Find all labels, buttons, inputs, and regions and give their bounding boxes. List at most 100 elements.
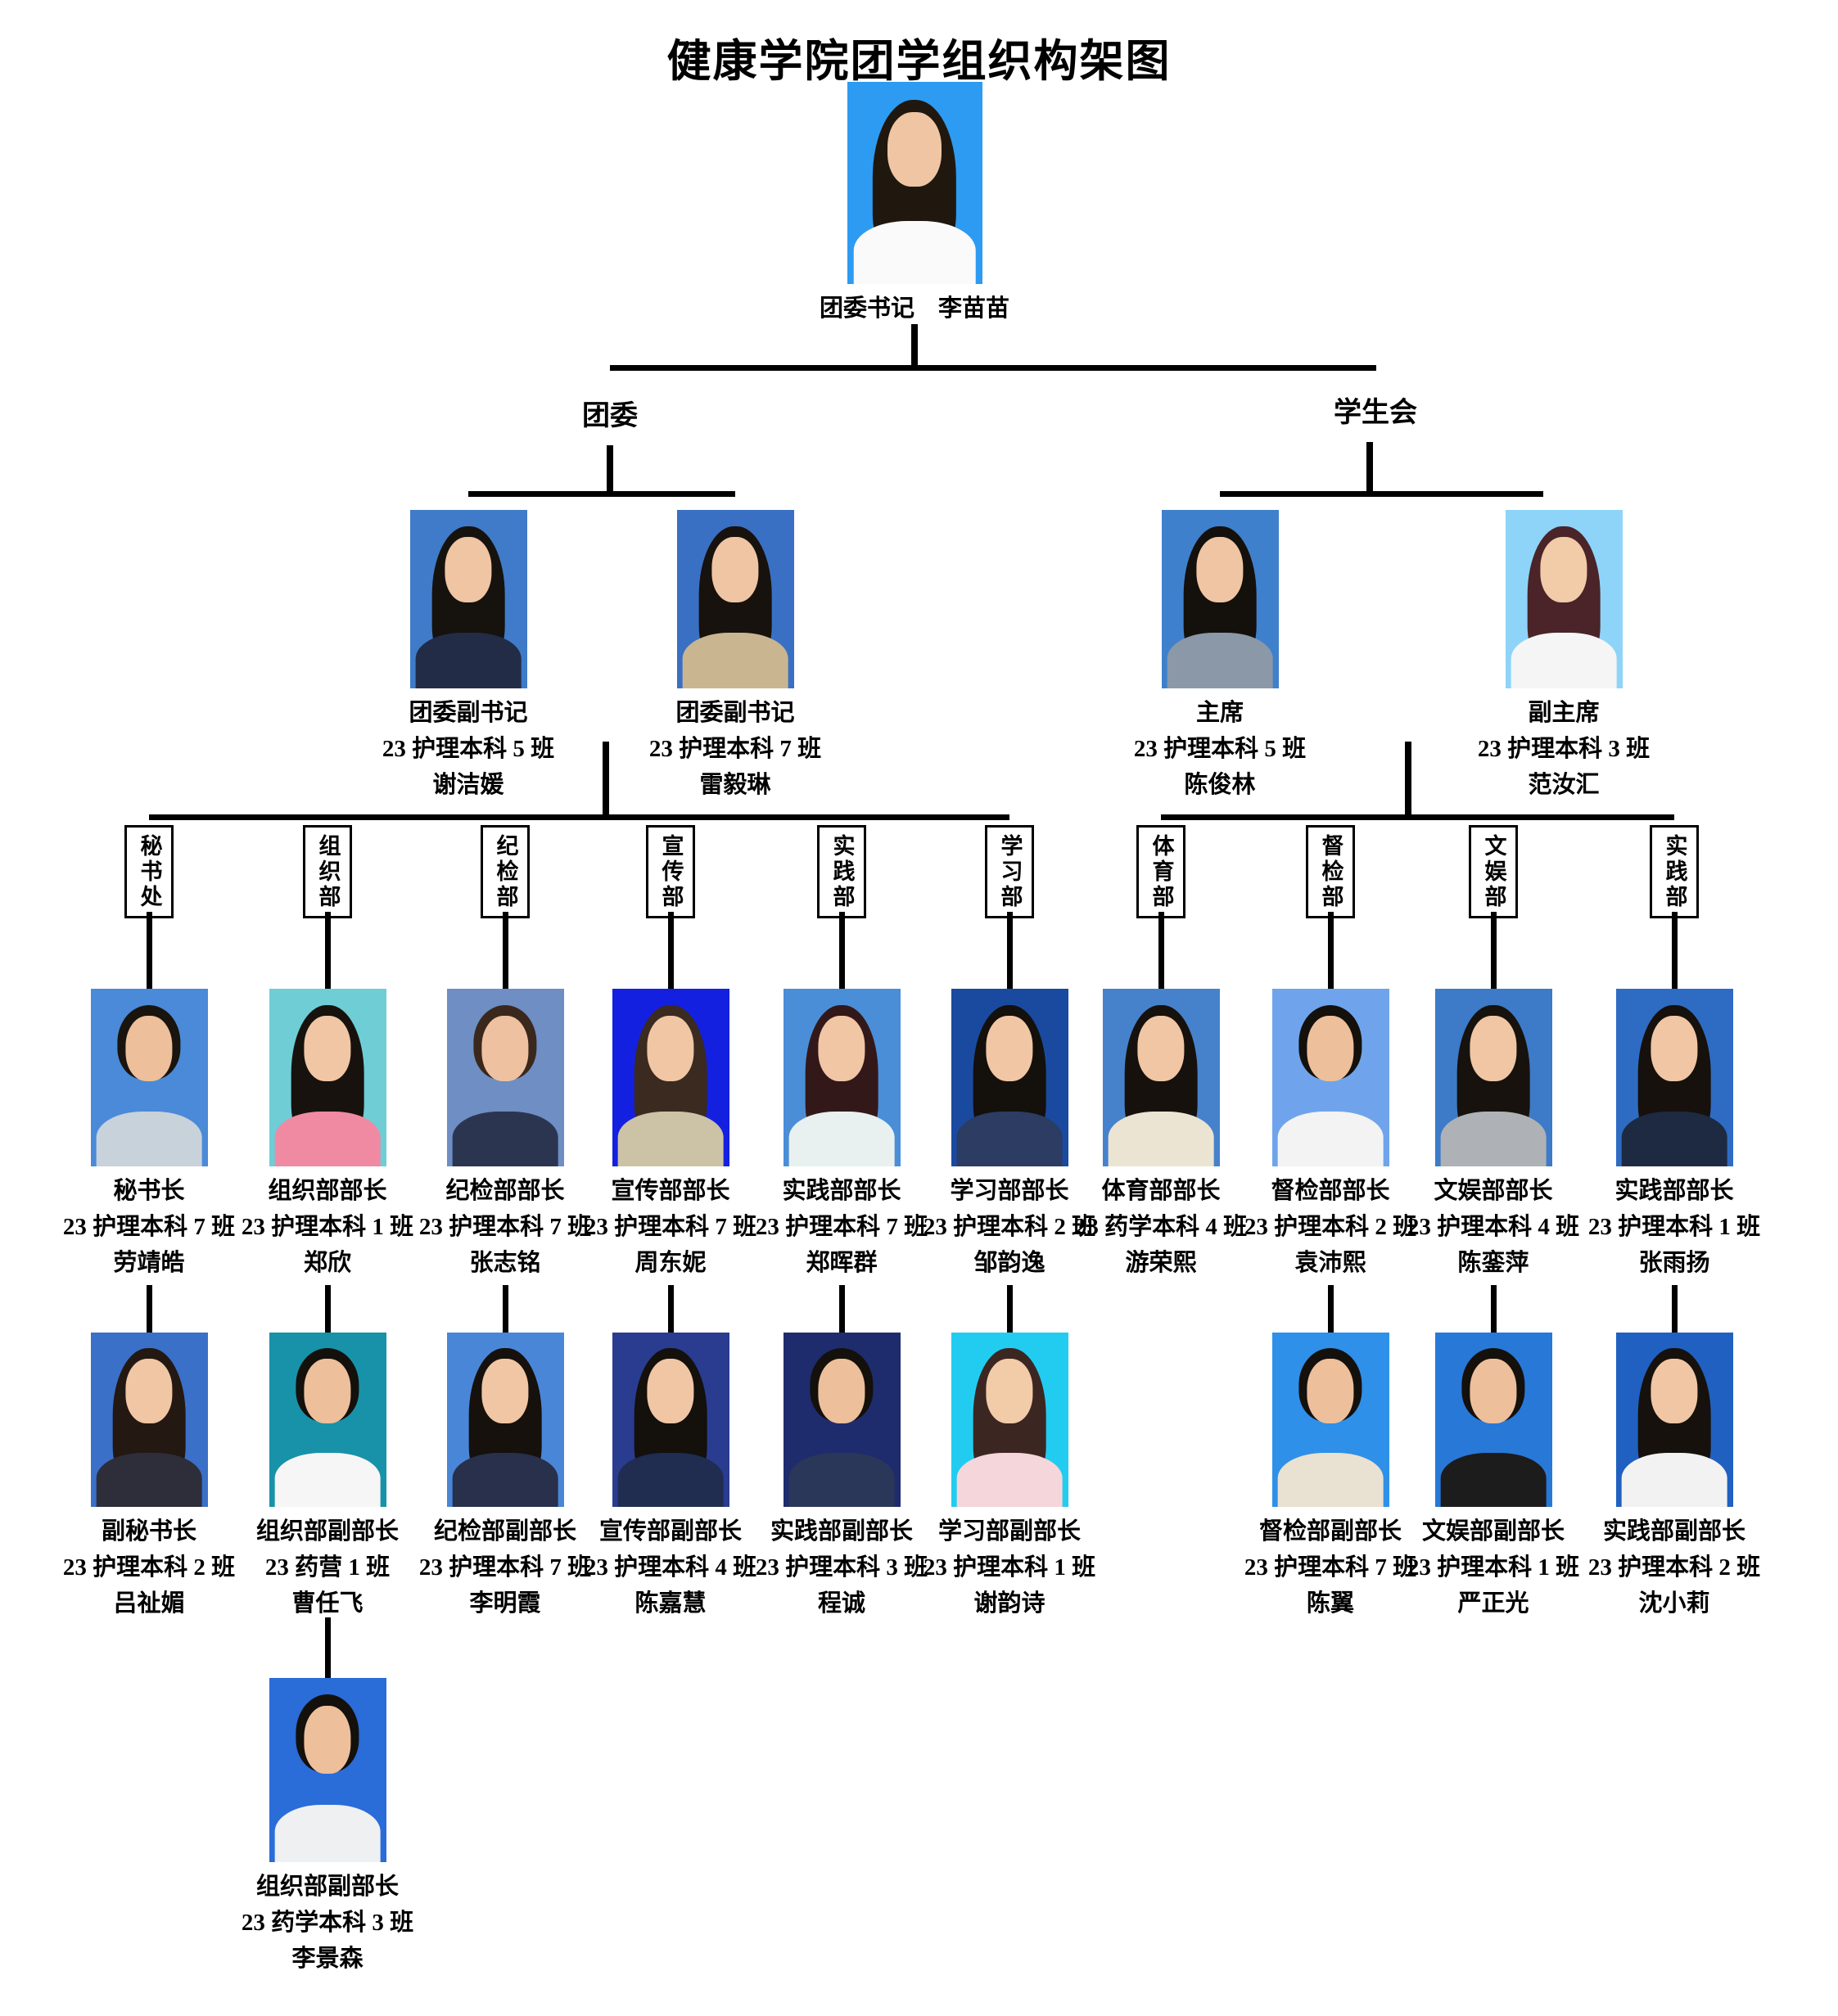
- deputy-card-8: 实践部副部长 23 护理本科 2 班 沈小莉: [1560, 1333, 1789, 1621]
- id-photo: [90, 989, 208, 1166]
- avatar-torso: [1621, 1452, 1727, 1507]
- deputy-card-3: 宣传部副部长 23 护理本科 4 班 陈嘉慧: [556, 1333, 785, 1621]
- avatar-face: [986, 1358, 1033, 1423]
- name-label: 曹任飞: [291, 1590, 364, 1617]
- name-label: 严正光: [1457, 1590, 1529, 1617]
- avatar-torso: [956, 1452, 1063, 1507]
- id-photo: [446, 989, 564, 1166]
- class-label: 23 护理本科 2 班: [923, 1214, 1096, 1240]
- department-box-practice-league: 实践部: [817, 825, 866, 918]
- connector-line: [1328, 912, 1334, 990]
- department-label: 实践部: [1662, 833, 1687, 910]
- name-label: 张志铭: [469, 1250, 541, 1276]
- role-label: 副主席: [1528, 700, 1600, 726]
- connector-line: [911, 324, 918, 367]
- union-vice-president-card: 副主席 23 护理本科 3 班 范汝汇: [1449, 510, 1678, 803]
- class-label: 23 护理本科 3 班: [755, 1554, 928, 1581]
- department-box-practice-union: 实践部: [1650, 825, 1699, 918]
- department-label: 督检部: [1318, 833, 1344, 910]
- connector-line: [1672, 1285, 1678, 1334]
- connector-line: [1158, 912, 1164, 990]
- avatar-torso: [853, 221, 976, 284]
- name-label: 袁沛熙: [1294, 1250, 1366, 1276]
- role-label: 实践部部长: [1614, 1178, 1734, 1204]
- director-card-7: 督检部部长 23 护理本科 2 班 袁沛熙: [1216, 989, 1445, 1281]
- connector-line: [325, 1285, 331, 1334]
- avatar-torso: [682, 633, 788, 688]
- name-label: 吕祉媚: [113, 1590, 185, 1617]
- name-label: 郑晖群: [806, 1250, 878, 1276]
- deputy-card-2: 纪检部副部长 23 护理本科 7 班 李明霞: [391, 1333, 620, 1621]
- class-label: 23 护理本科 7 班: [584, 1214, 757, 1240]
- class-label: 23 护理本科 7 班: [418, 1214, 592, 1240]
- class-label: 23 护理本科 1 班: [1407, 1554, 1580, 1581]
- name-label: 陈俊林: [1184, 772, 1256, 798]
- avatar-face: [304, 1705, 351, 1774]
- role-label: 学习部部长: [950, 1178, 1069, 1204]
- connector-line: [1366, 442, 1373, 493]
- connector-line: [1007, 1285, 1013, 1334]
- director-card-4: 实践部部长 23 护理本科 7 班 郑晖群: [727, 989, 956, 1281]
- avatar-torso: [1108, 1111, 1214, 1166]
- name-label: 范汝汇: [1528, 772, 1600, 798]
- id-photo: [847, 82, 982, 284]
- id-photo: [1434, 1333, 1552, 1507]
- avatar-torso: [274, 1805, 381, 1862]
- class-label: 23 护理本科 4 班: [584, 1554, 757, 1581]
- deputy-card-5: 学习部副部长 23 护理本科 1 班 谢韵诗: [895, 1333, 1124, 1621]
- name-label: 邹韵逸: [973, 1250, 1045, 1276]
- role-label: 督检部部长: [1271, 1178, 1390, 1204]
- role-label: 纪检部部长: [445, 1178, 565, 1204]
- class-label: 23 护理本科 2 班: [1244, 1214, 1417, 1240]
- avatar-face: [986, 1015, 1033, 1081]
- avatar-face: [445, 536, 492, 603]
- department-box-secretariat: 秘书处: [124, 825, 174, 918]
- avatar-torso: [274, 1452, 381, 1507]
- class-label: 23 护理本科 7 班: [1244, 1554, 1417, 1581]
- id-photo: [1271, 989, 1389, 1166]
- id-photo: [1102, 989, 1220, 1166]
- id-photo: [269, 1678, 386, 1862]
- role-label: 文娱部副部长: [1421, 1518, 1565, 1545]
- class-label: 23 护理本科 7 班: [648, 736, 822, 762]
- director-card-3: 宣传部部长 23 护理本科 7 班 周东妮: [556, 989, 785, 1281]
- role-label: 文娱部部长: [1434, 1178, 1553, 1204]
- avatar-torso: [617, 1111, 724, 1166]
- role-label: 宣传部部长: [611, 1178, 730, 1204]
- connector-line: [603, 742, 609, 819]
- department-box-publicity: 宣传部: [646, 825, 695, 918]
- id-photo: [269, 989, 386, 1166]
- class-label: 23 护理本科 7 班: [62, 1214, 236, 1240]
- name-label: 雷毅琳: [699, 772, 771, 798]
- role-label: 实践部副部长: [1602, 1518, 1745, 1545]
- id-photo: [783, 989, 901, 1166]
- avatar-face: [304, 1015, 351, 1081]
- avatar-face: [711, 536, 759, 603]
- connector-line: [607, 445, 613, 494]
- department-label: 体育部: [1149, 833, 1174, 910]
- avatar-face: [1470, 1015, 1517, 1081]
- id-photo: [951, 989, 1068, 1166]
- connector-line: [147, 912, 152, 990]
- director-card-6: 体育部部长 23 药学本科 4 班 游荣熙: [1046, 989, 1276, 1281]
- avatar-torso: [1621, 1111, 1727, 1166]
- connector-line: [1672, 912, 1678, 990]
- connector-line: [839, 912, 845, 990]
- avatar-torso: [1511, 633, 1617, 688]
- class-label: 23 护理本科 5 班: [382, 736, 555, 762]
- avatar-face: [304, 1358, 351, 1423]
- id-photo: [612, 989, 729, 1166]
- connector-line: [149, 814, 1009, 820]
- avatar-torso: [788, 1452, 895, 1507]
- role-label: 实践部部长: [782, 1178, 901, 1204]
- branch-label-league: 团委: [582, 401, 638, 431]
- class-label: 23 护理本科 2 班: [62, 1554, 236, 1581]
- avatar-torso: [1167, 633, 1273, 688]
- avatar-face: [125, 1358, 173, 1423]
- id-photo: [1505, 510, 1623, 688]
- class-label: 23 药学本科 3 班: [241, 1910, 414, 1936]
- id-photo: [1615, 989, 1733, 1166]
- avatar-face: [1196, 536, 1244, 603]
- avatar-face: [1470, 1358, 1517, 1423]
